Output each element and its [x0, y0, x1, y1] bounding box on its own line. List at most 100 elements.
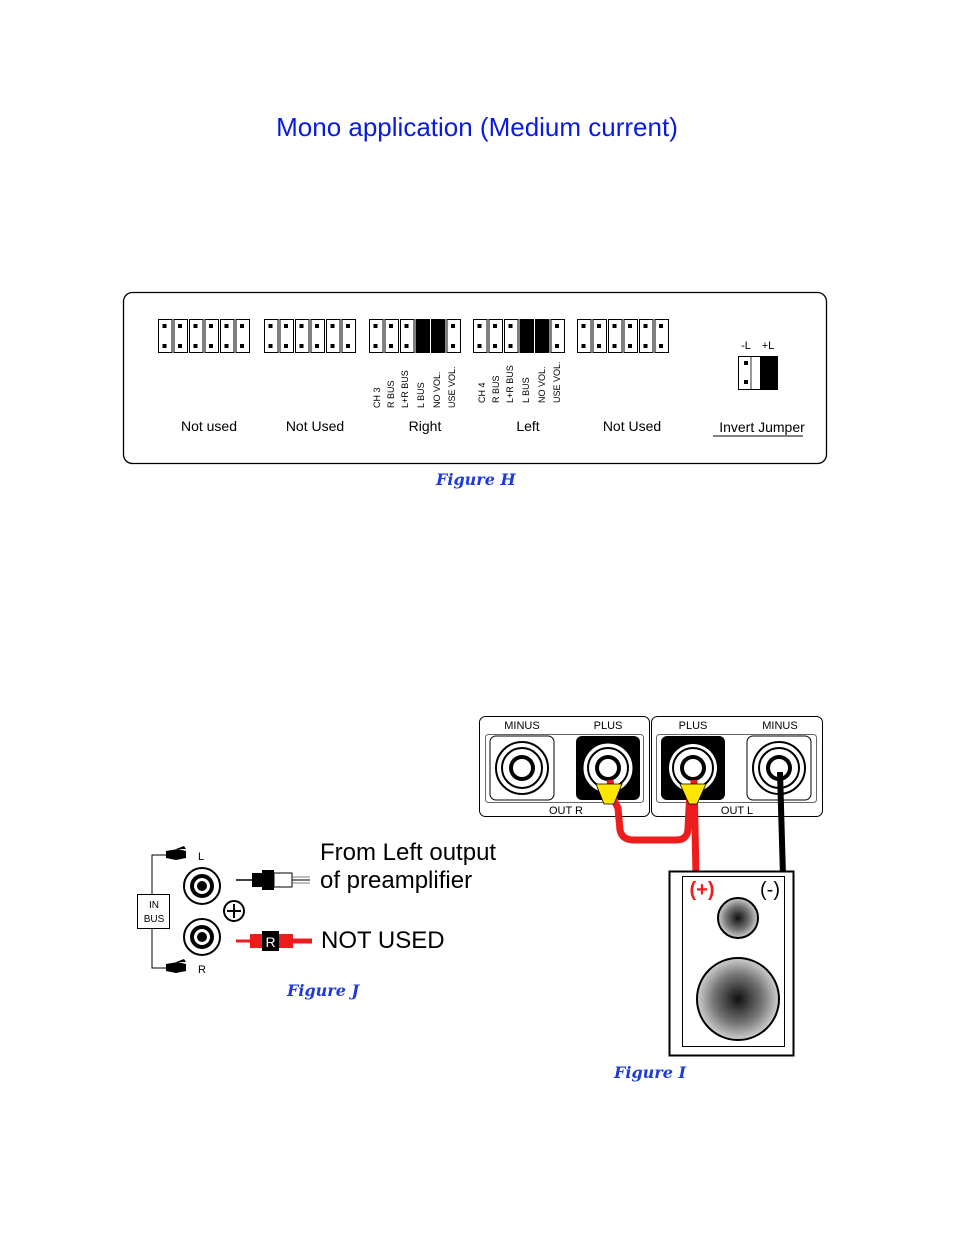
left-pin-label-usevol: USE VOL. — [552, 361, 562, 403]
right-pin-label-lrbus: L+R BUS — [400, 370, 410, 408]
jumper-position — [654, 319, 669, 353]
out-r-crimp — [595, 783, 623, 805]
jumper-pin — [477, 324, 482, 328]
page-title: Mono application (Medium current) — [276, 112, 678, 142]
pointing-hand-icon — [166, 959, 186, 973]
jumper-position — [189, 319, 204, 353]
jumper-pin — [268, 324, 273, 328]
jumper-shunt — [431, 319, 446, 353]
jumper-position — [400, 319, 415, 353]
rca-plug-right — [236, 931, 312, 951]
speaker-plus-label: (+) — [690, 879, 715, 901]
invert-minus-label: -L — [741, 340, 751, 352]
out-r-label: OUT R — [549, 805, 583, 817]
jumper-block-not-used-1 — [158, 319, 250, 353]
out-l-plus-label: PLUS — [679, 720, 708, 732]
not-used-text: NOT USED — [321, 927, 445, 954]
figure-h-caption: Figure H — [436, 470, 516, 489]
jumper-pin — [330, 324, 335, 328]
invert-jumper-block — [738, 356, 778, 390]
jumper-pin — [268, 344, 273, 348]
jumper-position — [204, 319, 219, 353]
jumper-position — [173, 319, 188, 353]
jumper-position — [384, 319, 399, 353]
out-r-panel — [479, 716, 650, 817]
jumper-pin — [284, 324, 288, 328]
out-l-plus-terminal — [661, 736, 725, 800]
tweeter — [717, 897, 759, 939]
invert-jumper-label: Invert Jumper — [719, 419, 805, 435]
jumper-shunt — [519, 319, 534, 353]
out-r-plus-terminal — [576, 736, 640, 800]
in-bus-label-bus: BUS — [144, 914, 165, 925]
from-left-output-line-2: of preamplifier — [320, 867, 473, 894]
jumper-pin — [346, 344, 350, 348]
jumper-position — [623, 319, 638, 353]
jumper-pin — [193, 324, 198, 328]
jumper-pin — [508, 344, 513, 348]
jumper-pin — [299, 344, 304, 348]
jumper-pin — [373, 344, 378, 348]
jumper-position — [279, 319, 294, 353]
jumper-pin — [162, 324, 167, 328]
right-pin-label-usevol: USE VOL. — [447, 366, 457, 408]
rca-jack-r — [183, 918, 221, 956]
jumper-pin — [508, 324, 513, 328]
jumper-pin — [178, 324, 182, 328]
group-label-left: Left — [516, 418, 539, 434]
jumper-block-not-used-3 — [577, 319, 669, 353]
in-l-label: L — [198, 851, 204, 863]
ground-screw-icon — [223, 900, 245, 922]
jumper-pin — [581, 344, 586, 348]
group-label-not-used-2: Not Used — [286, 418, 344, 434]
positive-bridge-wire — [606, 779, 694, 844]
group-label-right: Right — [409, 418, 442, 434]
jumper-pin — [493, 324, 497, 328]
jumper-block-right — [369, 319, 461, 353]
jumper-position — [220, 319, 235, 353]
out-l-crimp — [679, 783, 707, 805]
jumper-pin — [597, 324, 601, 328]
jumper-pin — [612, 344, 617, 348]
negative-speaker-wire — [777, 771, 786, 877]
jumper-pin — [373, 324, 378, 328]
out-l-minus-terminal — [746, 735, 812, 801]
right-pin-label-novol: NO VOL. — [432, 371, 442, 408]
jumper-pin — [451, 324, 455, 328]
jumper-pin — [628, 324, 632, 328]
jumper-pin — [240, 344, 244, 348]
jumper-block-left — [473, 319, 565, 353]
jumper-pin — [659, 344, 663, 348]
jumper-pin — [389, 324, 393, 328]
jumper-pin — [643, 324, 648, 328]
jumper-pin — [628, 344, 632, 348]
jumper-pin — [581, 324, 586, 328]
woofer — [696, 957, 780, 1041]
in-r-label: R — [198, 964, 206, 976]
jumper-position — [550, 319, 565, 353]
jumper-position — [504, 319, 519, 353]
figure-j-caption: Figure J — [287, 981, 360, 1000]
jumper-pin — [404, 324, 409, 328]
jumper-pin — [346, 324, 350, 328]
out-r-minus-terminal — [489, 735, 555, 801]
jumper-position — [295, 319, 310, 353]
from-left-output-line-1: From Left output — [320, 839, 497, 866]
jumper-position — [264, 319, 279, 353]
jumper-pin — [555, 344, 559, 348]
jumper-pin — [240, 324, 244, 328]
jumper-pin — [612, 324, 617, 328]
jumper-position — [473, 319, 488, 353]
jumper-pin — [193, 344, 198, 348]
jumper-pin — [178, 344, 182, 348]
jumper-pin — [315, 324, 319, 328]
out-r-minus-label: MINUS — [504, 720, 539, 732]
jumper-position — [326, 319, 341, 353]
jumper-position — [488, 319, 503, 353]
jumper-pin — [555, 324, 559, 328]
out-l-panel — [651, 716, 823, 817]
in-bus-box — [137, 894, 170, 929]
speaker-minus-label: (-) — [760, 879, 780, 901]
out-l-minus-label: MINUS — [762, 720, 797, 732]
